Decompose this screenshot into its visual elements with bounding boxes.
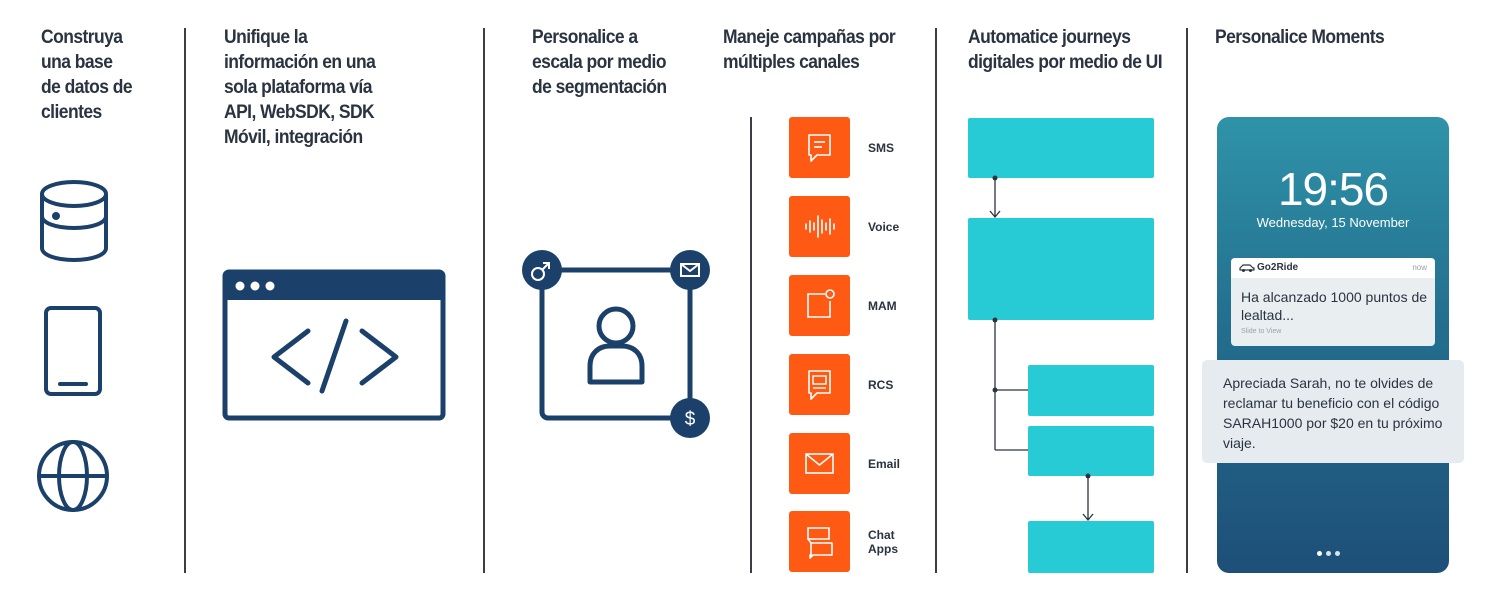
sms-channel-tile [789,117,850,178]
channel-label-line: Chat [868,528,895,542]
segmentation-diagram: $ [522,250,710,438]
title-line: clientes [41,102,102,123]
divider [750,117,752,573]
mobile-icon [44,306,102,396]
title-line: Personalice a [532,27,638,48]
channel-label: MAM [868,299,897,313]
email-channel-tile [789,433,850,494]
channel-label: SMS [868,141,895,155]
divider [935,28,937,573]
car-icon [1239,264,1255,272]
notification-message: Ha alcanzado 1000 puntos de lealtad... [1241,289,1428,323]
dollar-icon: $ [670,398,710,438]
page-dot [1317,551,1322,556]
title-line: de segmentación [532,77,667,98]
notification-header: Go2Ride now [1231,258,1435,278]
title-line: Móvil, integración [224,127,363,148]
lockscreen-time: 19:56 [1277,163,1389,215]
divider [483,28,485,573]
title-moments: Personalice Moments [1215,25,1385,50]
journey-step-box [1028,521,1154,573]
page-dot [1335,551,1340,556]
notification-hint: Slide to View [1241,328,1282,335]
channel-label: RCS [868,378,894,392]
title-line: Maneje campañas por [723,27,896,48]
title-line: de datos de [41,77,133,98]
push-notification[interactable]: Go2Ride now Ha alcanzado 1000 puntos de … [1231,258,1435,346]
title-line: Unifique la [224,27,308,48]
message-text: Apreciada Sarah, no te olvides de reclam… [1223,375,1443,451]
title-line: Automatice journeys [968,27,1131,48]
title-line: Personalice Moments [1215,27,1385,48]
journey-step-box [968,218,1154,320]
journey-step-box [968,118,1154,178]
sms-icon [808,134,831,162]
channel-label: Chat Apps [868,528,898,556]
channel-label: Voice [868,220,900,234]
chat-apps-channel-tile [789,511,850,572]
mam-channel-tile [789,275,850,336]
notification-time: now [1412,263,1427,272]
code-window-icon [222,269,446,421]
male-icon [522,250,562,290]
message-bubble: Apreciada Sarah, no te olvides de reclam… [1202,360,1464,463]
title-segmentation: Personalice a escala por medio de segmen… [532,25,667,100]
svg-text:$: $ [685,409,696,430]
divider [1186,28,1188,573]
journey-connectors [989,175,1094,522]
title-line: una base [41,52,113,73]
title-line: múltiples canales [723,52,860,73]
rcs-icon [808,370,831,400]
title-channels: Maneje campañas por múltiples canales [723,25,896,75]
voice-icon [805,215,835,238]
title-line: Construya [41,27,123,48]
title-journeys: Automatice journeys digitales por medio … [968,25,1163,75]
rcs-channel-tile [789,354,850,415]
divider [184,28,186,573]
page-indicator [1317,543,1349,556]
chat-apps-icon [807,527,833,559]
voice-channel-tile [789,196,850,257]
title-unify: Unifique la información en una sola plat… [224,25,376,150]
notification-app-name: Go2Ride [1257,262,1299,273]
title-line: información en una [224,52,376,73]
title-database: Construya una base de datos de clientes [41,25,133,125]
envelope-icon [670,250,710,290]
title-line: API, WebSDK, SDK [224,102,375,123]
channel-label-line: Apps [868,542,898,556]
globe-icon [37,440,109,512]
page-dot [1326,551,1331,556]
journey-step-box [1028,426,1154,476]
person-icon [587,306,645,385]
title-line: sola plataforma vía [224,77,372,98]
email-icon [805,453,834,474]
mam-icon [807,289,835,318]
database-icon [40,180,108,263]
title-line: digitales por medio de UI [968,52,1163,73]
channel-label: Email [868,457,901,471]
journey-step-box [1028,365,1154,416]
lockscreen-date: Wednesday, 15 November [1256,215,1410,230]
title-line: escala por medio [532,52,667,73]
